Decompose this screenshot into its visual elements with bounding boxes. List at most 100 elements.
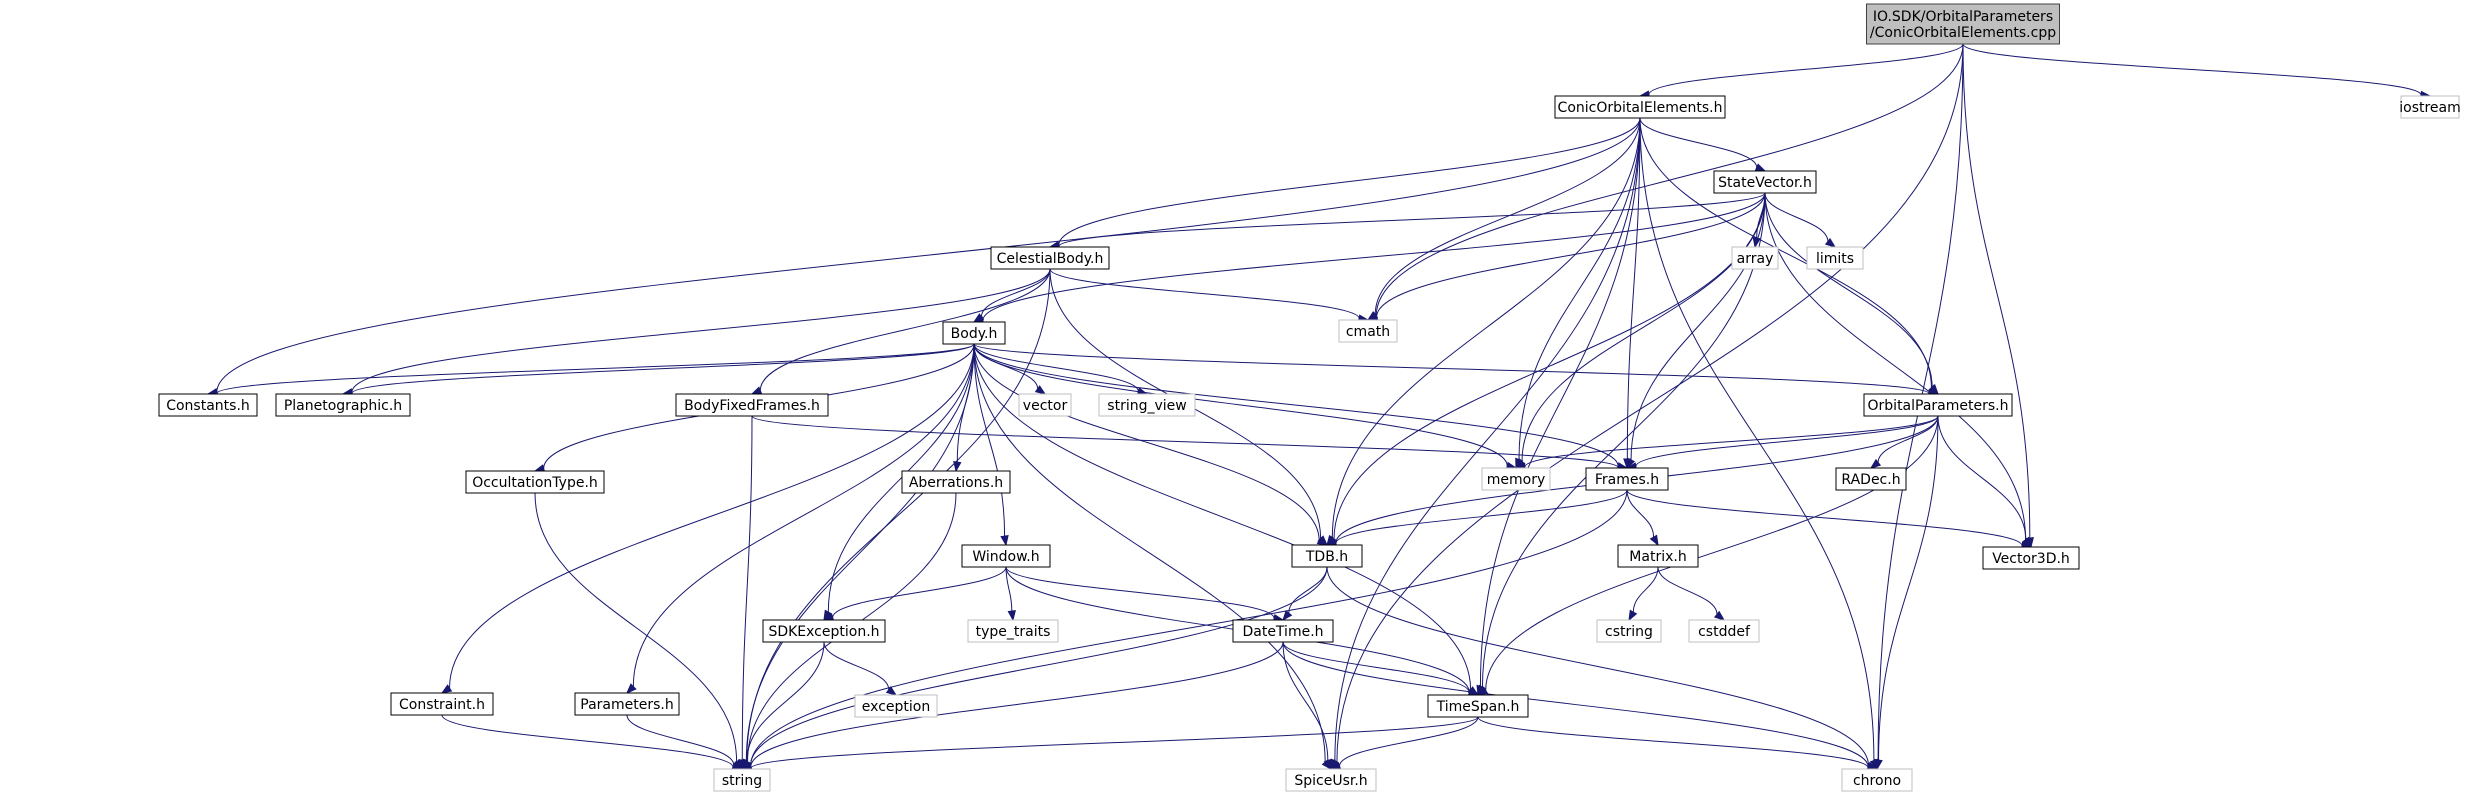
edge-coe-to-statevector (1639, 117, 1767, 172)
edge-bff-to-string (738, 415, 753, 771)
node-box (1841, 768, 1913, 792)
node-datetime[interactable]: DateTime.h (1232, 619, 1334, 643)
arrowhead (1034, 385, 1047, 395)
edges-layer (206, 43, 2432, 773)
arrowhead (1649, 534, 1659, 547)
edge-body-to-parameters (626, 343, 975, 694)
node-label: Vector3D.h (1992, 551, 2070, 567)
node-box (1338, 319, 1398, 343)
node-label: Matrix.h (1629, 549, 1686, 565)
node-memory: memory (1481, 467, 1551, 491)
edge-root-to-coe (1638, 43, 1964, 99)
node-tdb[interactable]: TDB.h (1291, 544, 1363, 568)
edge-timespan-to-spiceusr (1329, 716, 1479, 770)
node-box (1731, 246, 1779, 270)
edge-datetime-to-spiceusr (1282, 641, 1332, 771)
edge-coe-to-spiceusr (1330, 117, 1641, 771)
node-label: SDKException.h (768, 624, 879, 640)
edge-tdb-to-datetime (1282, 566, 1328, 622)
edge-statevector-to-frames (1626, 192, 1766, 470)
node-label: IO.SDK/OrbitalParameters (1873, 9, 2053, 25)
arrowhead (1869, 458, 1882, 469)
arrowhead (972, 313, 985, 323)
node-window[interactable]: Window.h (961, 544, 1051, 568)
node-timespan[interactable]: TimeSpan.h (1427, 694, 1529, 718)
node-orbparams[interactable]: OrbitalParameters.h (1863, 393, 2013, 417)
node-box (158, 393, 258, 417)
node-constants[interactable]: Constants.h (158, 393, 258, 417)
nodes-layer: IO.SDK/OrbitalParameters/ConicOrbitalEle… (158, 3, 2461, 792)
node-box (574, 692, 680, 716)
node-label: DateTime.h (1242, 624, 1323, 640)
edge-matrix-to-cstddef (1657, 566, 1726, 621)
arrowhead (1316, 536, 1329, 546)
node-radec[interactable]: RADec.h (1835, 467, 1907, 491)
edge-coe-to-memory (1515, 117, 1641, 470)
node-label: /ConicOrbitalElements.cpp (1870, 25, 2056, 41)
node-box (1806, 246, 1864, 270)
node-constraint[interactable]: Constraint.h (390, 692, 494, 716)
edge-occult-to-string (534, 492, 743, 771)
node-box (1835, 467, 1907, 491)
node-label: OrbitalParameters.h (1868, 398, 2009, 414)
node-sdkex[interactable]: SDKException.h (762, 619, 886, 643)
arrowhead (885, 685, 898, 696)
node-box (713, 768, 771, 792)
node-parameters[interactable]: Parameters.h (574, 692, 680, 716)
edge-body-to-planeto (341, 343, 975, 398)
node-planeto[interactable]: Planetographic.h (275, 393, 411, 417)
edge-timespan-to-chrono (1477, 716, 1879, 772)
node-label: OccultationType.h (472, 475, 598, 491)
edge-bff-to-frames (751, 415, 1629, 472)
arrowhead (1282, 609, 1293, 622)
node-box (967, 619, 1059, 643)
node-label: RADec.h (1841, 472, 1900, 488)
node-label: cstring (1605, 624, 1653, 640)
node-label: StateVector.h (1718, 175, 1812, 191)
node-statevector[interactable]: StateVector.h (1713, 170, 1817, 194)
edge-body-to-window (973, 343, 1009, 547)
node-coe[interactable]: ConicOrbitalElements.h (1554, 95, 1726, 119)
node-label: Constants.h (166, 398, 250, 414)
node-occult[interactable]: OccultationType.h (465, 470, 605, 494)
node-label: limits (1816, 251, 1854, 267)
node-cmath: cmath (1338, 319, 1398, 343)
node-label: Aberrations.h (909, 475, 1003, 491)
arrowhead (1824, 237, 1837, 248)
edge-statevector-to-celestial (1048, 192, 1766, 251)
node-label: cmath (1346, 324, 1390, 340)
node-celestial[interactable]: CelestialBody.h (990, 246, 1110, 270)
node-label: string (722, 773, 762, 789)
edge-window-to-typetraits (1005, 566, 1016, 622)
arrowhead (1007, 610, 1016, 622)
arrowhead (1323, 758, 1332, 771)
node-box (1863, 393, 2013, 417)
node-box (1285, 768, 1377, 792)
node-bff[interactable]: BodyFixedFrames.h (675, 393, 829, 417)
node-frames[interactable]: Frames.h (1585, 467, 1669, 491)
node-box (854, 694, 938, 718)
node-body[interactable]: Body.h (942, 321, 1006, 345)
edge-orbparams-to-chrono (1874, 415, 1939, 771)
node-exception: exception (854, 694, 938, 718)
arrowhead (1000, 534, 1009, 547)
node-cstddef: cstddef (1688, 619, 1760, 643)
edge-datetime-to-timespan (1282, 641, 1480, 697)
node-label: cstddef (1698, 624, 1751, 640)
node-box (275, 393, 411, 417)
node-label: ConicOrbitalElements.h (1558, 100, 1723, 116)
arrowhead (626, 683, 637, 694)
node-label: SpiceUsr.h (1294, 773, 1367, 789)
node-vector3d[interactable]: Vector3D.h (1982, 546, 2080, 570)
node-label: type_traits (976, 624, 1051, 640)
node-label: vector (1023, 398, 1068, 414)
node-box (1617, 544, 1699, 568)
node-matrix[interactable]: Matrix.h (1617, 544, 1699, 568)
node-aberr[interactable]: Aberrations.h (901, 470, 1011, 494)
node-label: Frames.h (1595, 472, 1659, 488)
node-box (1982, 546, 2080, 570)
node-box (1688, 619, 1760, 643)
node-box (1866, 3, 2060, 45)
node-box (1232, 619, 1334, 643)
edge-frames-to-vector3d (1626, 489, 2033, 550)
